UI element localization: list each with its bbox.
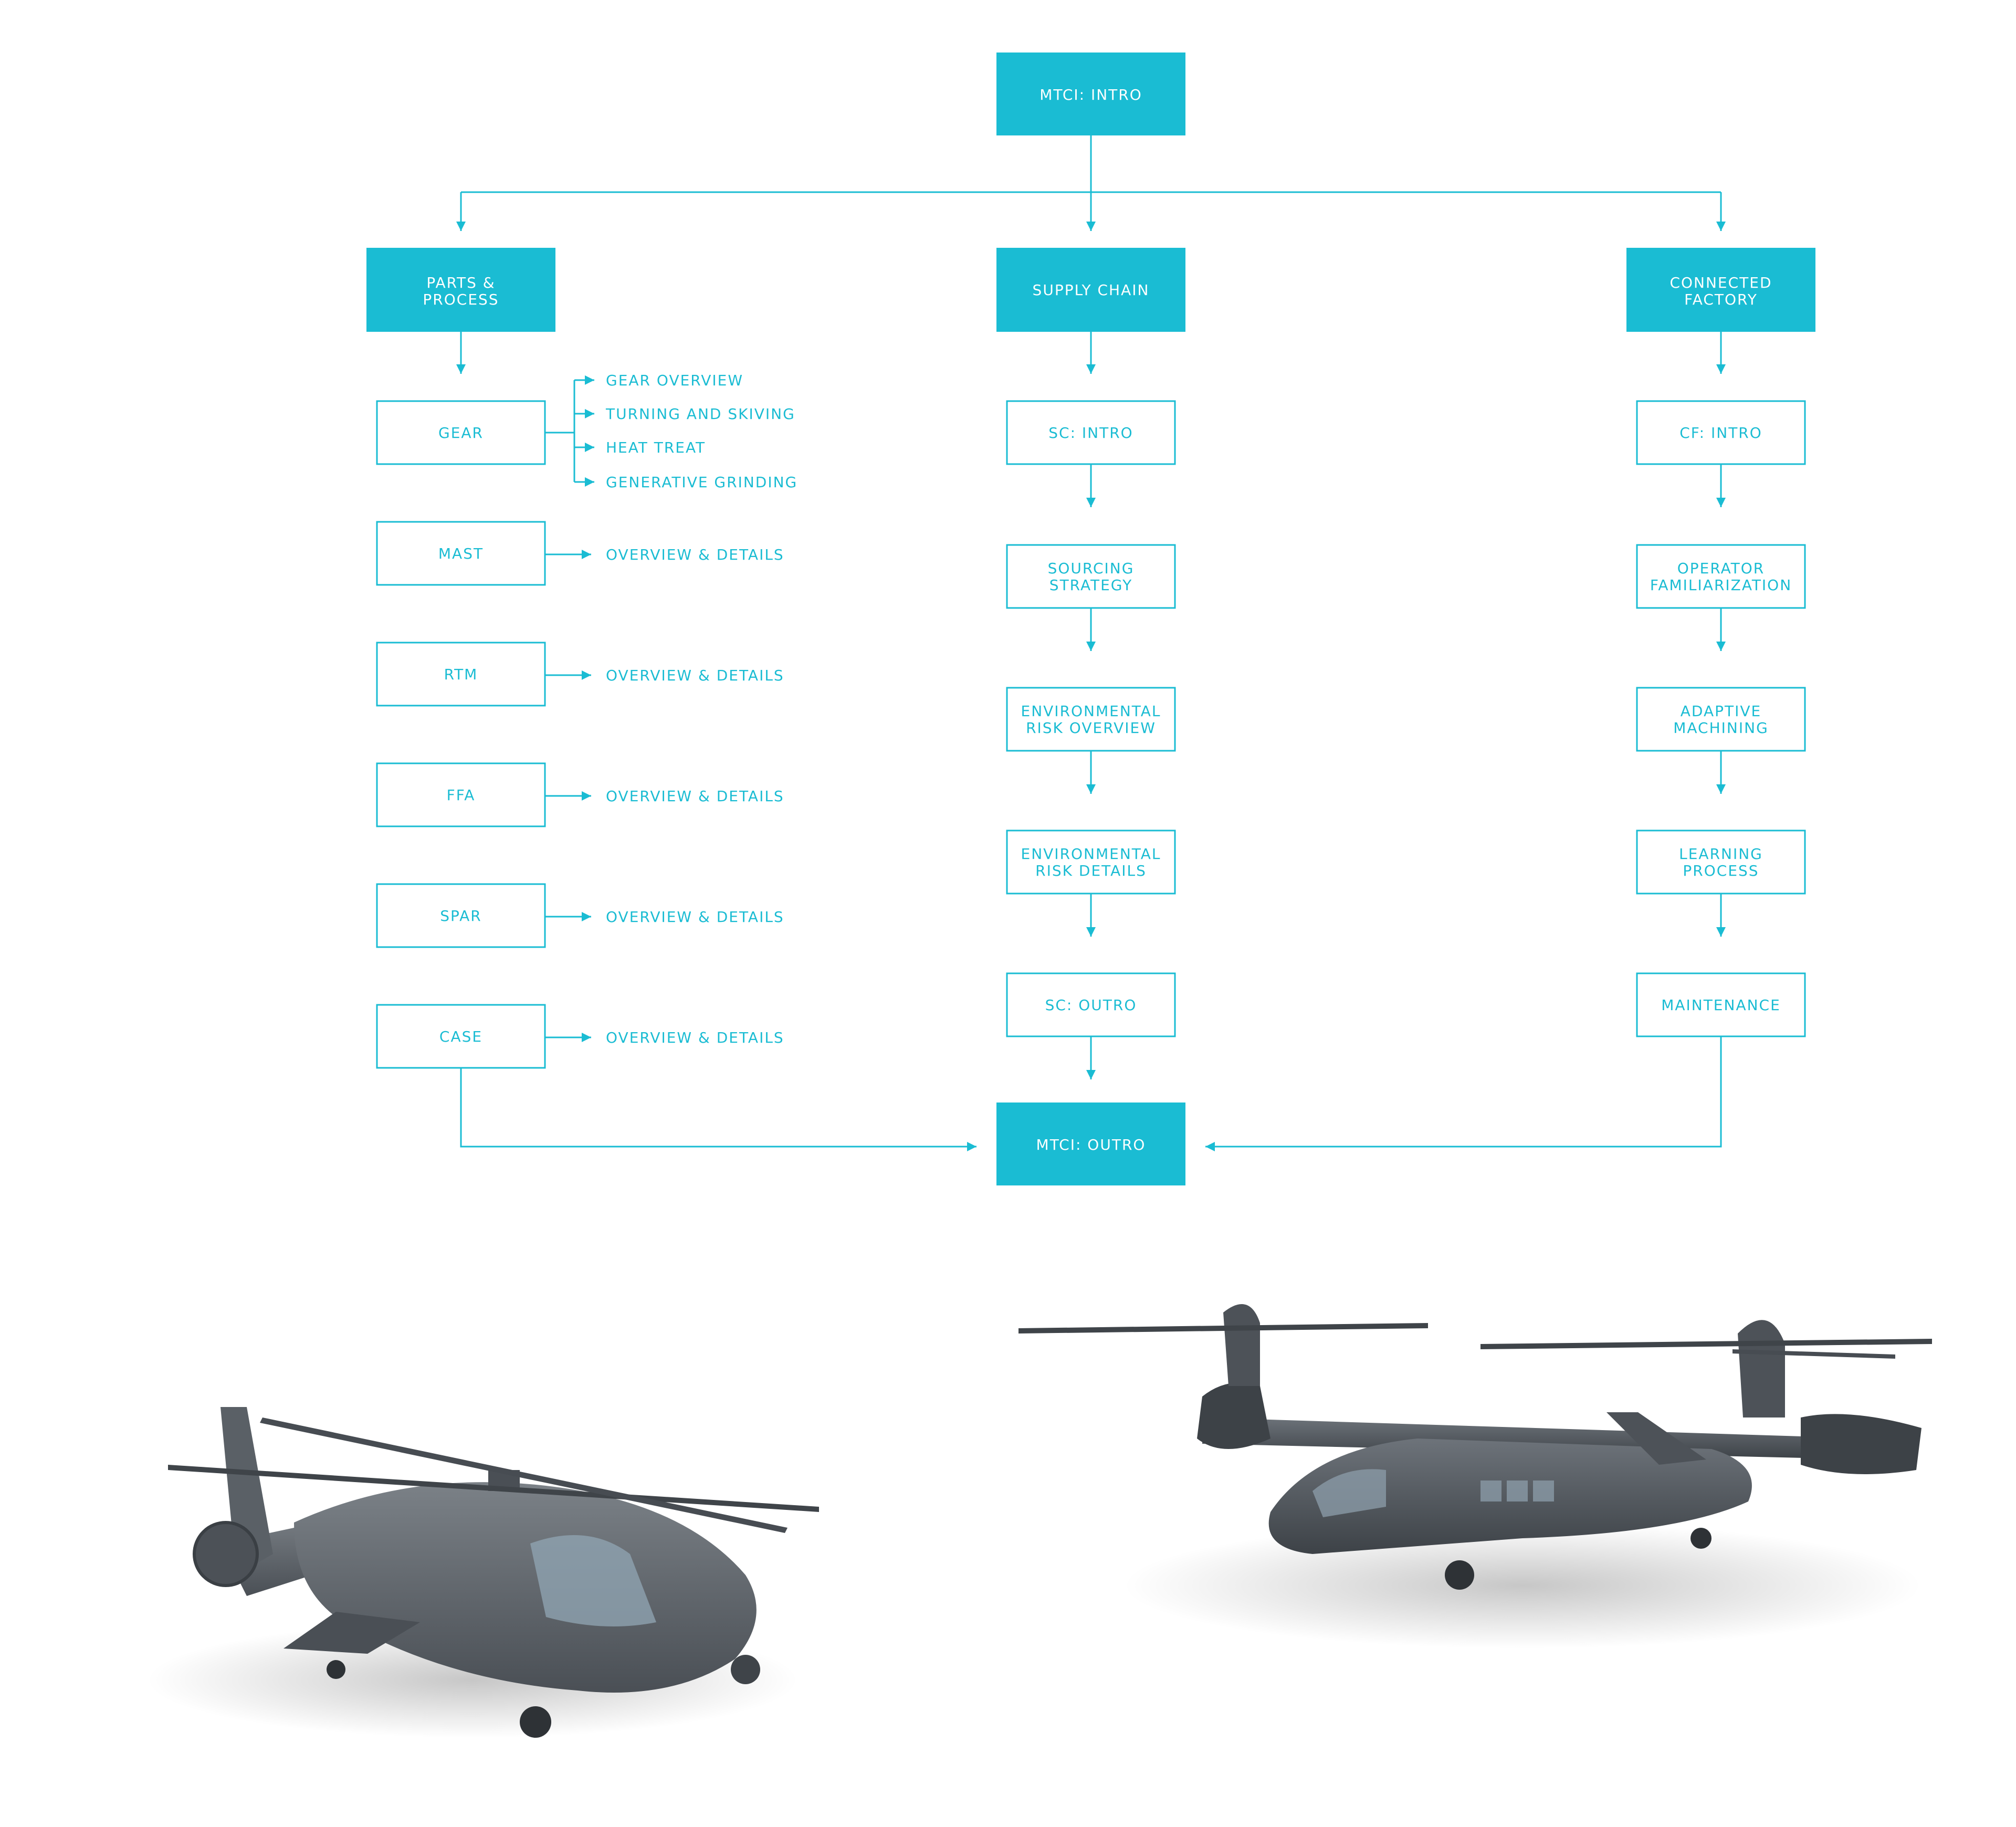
gear-details: GEAR OVERVIEW TURNING AND SKIVING HEAT T…: [605, 372, 797, 491]
node-cf-intro-label: CF: INTRO: [1679, 424, 1762, 442]
node-environmental-risk-overview: ENVIRONMENTAL RISK OVERVIEW: [1006, 687, 1176, 752]
node-mtci-intro: MTCI: INTRO: [996, 52, 1185, 135]
detail-rtm-overview: OVERVIEW & DETAILS: [606, 667, 784, 684]
node-rtm-label: RTM: [444, 666, 478, 683]
node-operator-familiarization: OPERATOR FAMILIARIZATION: [1636, 544, 1806, 609]
node-mtci-intro-label: MTCI: INTRO: [1040, 86, 1142, 103]
node-sc-intro: SC: INTRO: [1006, 400, 1176, 465]
connector-lines: [456, 135, 1726, 1151]
detail-turning-and-skiving: TURNING AND SKIVING: [605, 405, 795, 423]
node-ffa-label: FFA: [447, 786, 476, 804]
node-rtm: RTM: [376, 642, 546, 707]
header-parts-process: PARTS & PROCESS: [366, 248, 555, 332]
detail-heat-treat: HEAT TREAT: [606, 439, 706, 456]
detail-gear-overview: GEAR OVERVIEW: [606, 372, 743, 389]
node-gear: GEAR: [376, 400, 546, 465]
header-connected-factory: CONNECTED FACTORY: [1626, 248, 1815, 332]
detail-generative-grinding: GENERATIVE GRINDING: [606, 474, 797, 491]
node-adaptive-machining-line-1: ADAPTIVE: [1681, 702, 1761, 720]
node-learning-process-line-2: PROCESS: [1683, 862, 1759, 879]
attack-helicopter-image: [147, 1407, 819, 1738]
header-parts-process-line-2: PROCESS: [423, 291, 499, 308]
node-mast: MAST: [376, 521, 546, 586]
header-connected-factory-line-1: CONNECTED: [1670, 274, 1772, 291]
header-supply-chain-line-1: SUPPLY CHAIN: [1033, 281, 1150, 299]
header-supply-chain: SUPPLY CHAIN: [996, 248, 1185, 332]
detail-mast-overview: OVERVIEW & DETAILS: [606, 546, 784, 563]
node-operator-fam-line-1: OPERATOR: [1677, 560, 1765, 577]
node-maintenance: MAINTENANCE: [1636, 972, 1806, 1037]
node-spar-label: SPAR: [440, 907, 481, 925]
tiltrotor-aircraft-image: [1018, 1304, 1932, 1648]
node-spar: SPAR: [376, 883, 546, 948]
detail-ffa-overview: OVERVIEW & DETAILS: [606, 788, 784, 805]
node-env-risk-overview-line-2: RISK OVERVIEW: [1026, 719, 1156, 737]
detail-case-overview: OVERVIEW & DETAILS: [606, 1029, 784, 1046]
node-sourcing-strategy: SOURCING STRATEGY: [1006, 544, 1176, 609]
node-gear-label: GEAR: [438, 424, 484, 442]
node-adaptive-machining-line-2: MACHINING: [1673, 719, 1769, 737]
node-operator-fam-line-2: FAMILIARIZATION: [1650, 576, 1792, 594]
detail-spar-overview: OVERVIEW & DETAILS: [606, 908, 784, 926]
node-learning-process: LEARNING PROCESS: [1636, 830, 1806, 895]
node-case: CASE: [376, 1004, 546, 1069]
node-env-risk-details-line-1: ENVIRONMENTAL: [1021, 845, 1161, 863]
node-adaptive-machining: ADAPTIVE MACHINING: [1636, 687, 1806, 752]
node-mtci-outro: MTCI: OUTRO: [996, 1102, 1185, 1185]
node-sc-intro-label: SC: INTRO: [1048, 424, 1133, 442]
node-sourcing-strategy-line-1: SOURCING: [1048, 560, 1135, 577]
node-sourcing-strategy-line-2: STRATEGY: [1049, 576, 1132, 594]
node-case-label: CASE: [439, 1028, 482, 1045]
node-cf-intro: CF: INTRO: [1636, 400, 1806, 465]
node-learning-process-line-1: LEARNING: [1679, 845, 1763, 863]
header-parts-process-line-1: PARTS &: [426, 274, 495, 291]
node-mtci-outro-label: MTCI: OUTRO: [1036, 1136, 1146, 1153]
node-env-risk-overview-line-1: ENVIRONMENTAL: [1021, 702, 1161, 720]
node-environmental-risk-details: ENVIRONMENTAL RISK DETAILS: [1006, 830, 1176, 895]
node-maintenance-label: MAINTENANCE: [1661, 996, 1781, 1014]
header-connected-factory-line-2: FACTORY: [1684, 291, 1758, 308]
node-sc-outro-label: SC: OUTRO: [1045, 996, 1137, 1014]
node-env-risk-details-line-2: RISK DETAILS: [1035, 862, 1147, 879]
node-mast-label: MAST: [438, 545, 484, 562]
node-ffa: FFA: [376, 762, 546, 827]
node-sc-outro: SC: OUTRO: [1006, 972, 1176, 1037]
